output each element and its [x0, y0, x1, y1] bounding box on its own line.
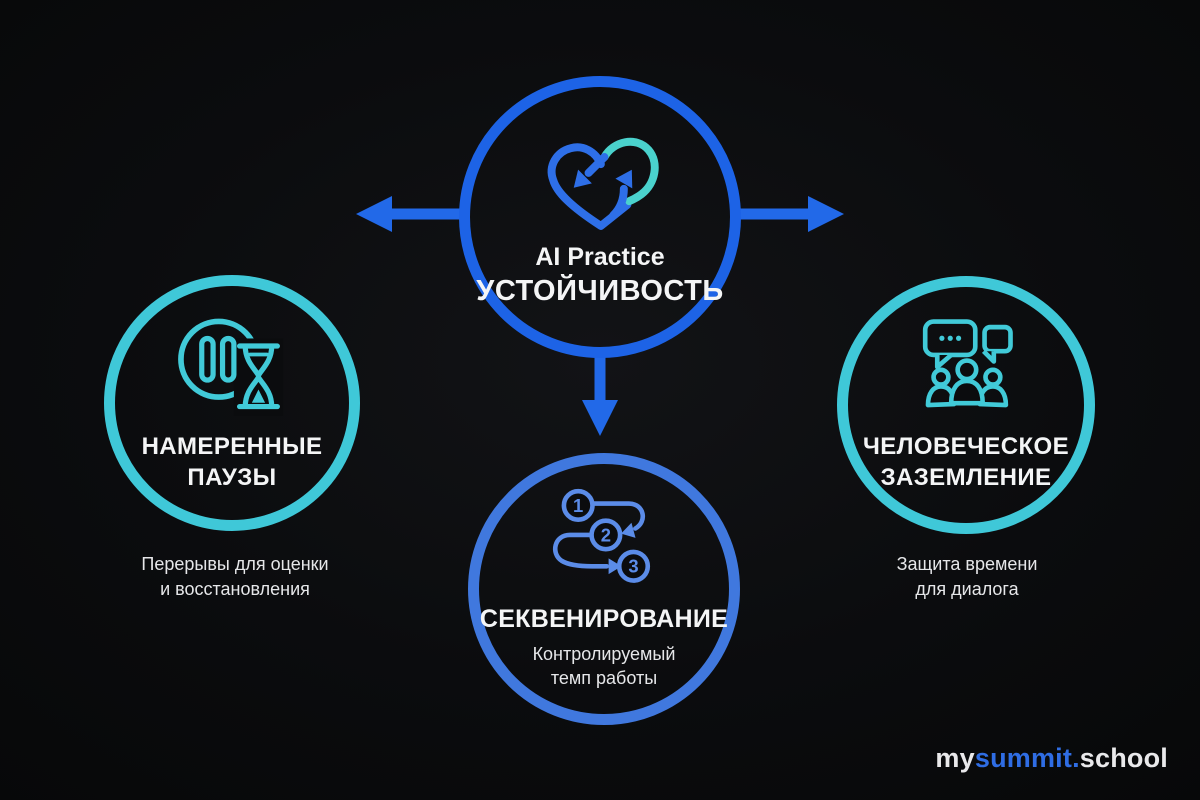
left-node-title-line2: ПАУЗЫ [187, 464, 277, 491]
arrow-left-icon [356, 196, 468, 232]
step-number-2: 2 [601, 525, 611, 546]
right-node-grounding: ЧЕЛОВЕЧЕСКОЕ ЗАЗЕМЛЕНИЕ [837, 276, 1095, 534]
step-number-3: 3 [628, 556, 638, 577]
left-node-caption-line2: и восстановления [160, 578, 310, 599]
watermark-dot: . [1072, 743, 1080, 773]
bottom-node-caption: Контролируемый темп работы [533, 643, 676, 691]
heart-recycle-icon [530, 127, 670, 233]
bottom-node-caption-line2: темп работы [550, 668, 658, 688]
right-node-caption: Защита времени для диалога [817, 552, 1117, 602]
watermark-my: my [935, 743, 975, 773]
arrow-right-icon [732, 196, 844, 232]
step-number-1: 1 [573, 495, 583, 516]
chat-people-icon [909, 316, 1023, 418]
left-node-title-line1: НАМЕРЕННЫЕ [141, 433, 323, 461]
left-node-title: НАМЕРЕННЫЕ ПАУЗЫ [142, 432, 323, 493]
center-node-resilience: AI Practice УСТОЙЧИВОСТЬ [459, 76, 741, 358]
watermark-school: school [1079, 743, 1168, 773]
left-node-caption: Перерывы для оценки и восстановления [85, 552, 385, 602]
arrow-down-icon [582, 354, 618, 436]
bottom-node-caption-line1: Контролируемый [532, 644, 676, 665]
left-node-pauses: НАМЕРЕННЫЕ ПАУЗЫ [104, 275, 360, 531]
left-node-caption-line1: Перерывы для оценки [141, 554, 329, 574]
brand-watermark: mysummit.school [935, 743, 1168, 774]
right-node-caption-line1: Защита времени [896, 554, 1038, 574]
right-node-title: ЧЕЛОВЕЧЕСКОЕ ЗАЗЕМЛЕНИЕ [863, 432, 1069, 493]
pause-hourglass-icon [173, 312, 291, 417]
center-label-en: AI Practice [535, 242, 665, 271]
watermark-summit: summit [974, 743, 1073, 773]
right-node-title-line2: ЗАЗЕМЛЕНИЕ [880, 464, 1052, 491]
center-label-ru: УСТОЙЧИВОСТЬ [476, 274, 724, 307]
sequence-steps-icon: 1 2 3 [543, 487, 665, 593]
right-node-title-line1: ЧЕЛОВЕЧЕСКОЕ [862, 433, 1070, 461]
bottom-node-sequencing: 1 2 3 СЕКВЕНИРОВАНИЕ Контролируемый темп… [468, 453, 740, 725]
right-node-caption-line2: для диалога [915, 578, 1019, 599]
bottom-node-title: СЕКВЕНИРОВАНИЕ [479, 605, 729, 634]
